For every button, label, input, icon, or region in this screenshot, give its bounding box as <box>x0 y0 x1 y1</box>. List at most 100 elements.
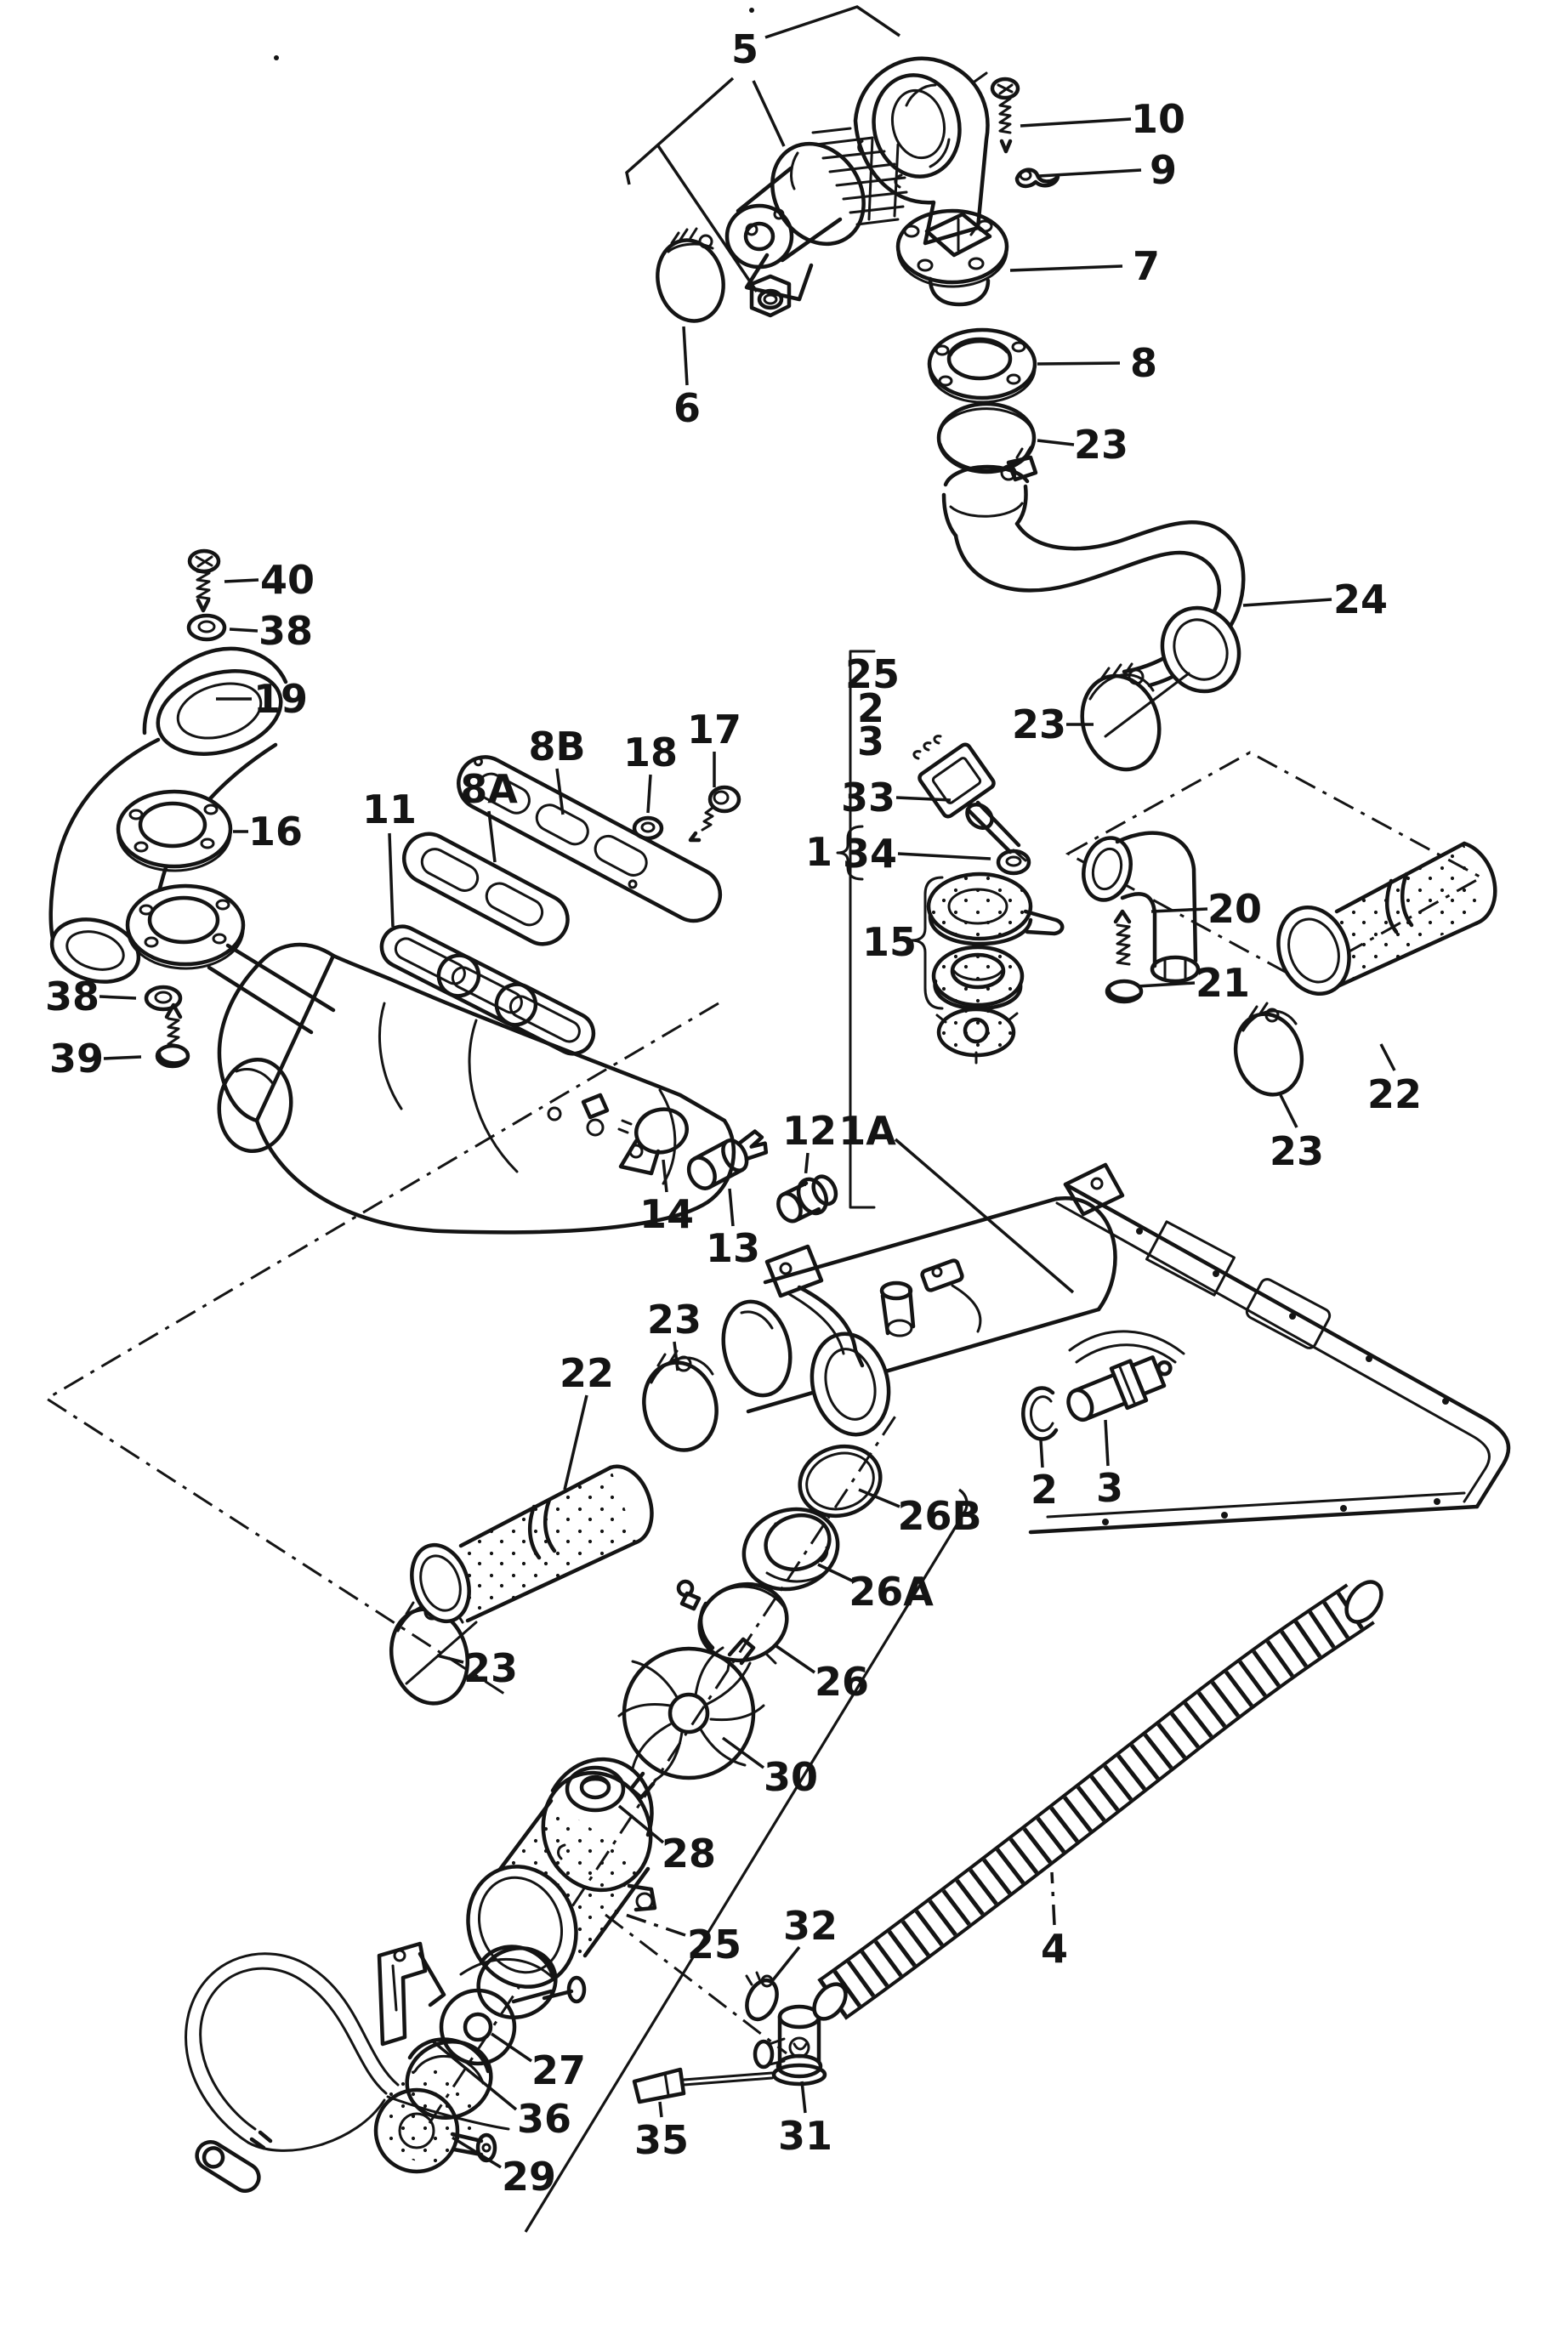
callout-2: 2 <box>1031 1439 1058 1513</box>
part-number-label-25: 25 <box>687 1922 741 1967</box>
corrugated-hose-4 <box>812 1580 1383 2021</box>
pipe-clip-14 <box>617 1107 689 1176</box>
callout-leader-line <box>452 2136 502 2169</box>
callout-leader-line <box>662 1159 668 1193</box>
callout-leader-line <box>1009 264 1123 272</box>
hose-clamp-23-right <box>1233 1002 1304 1097</box>
callout-leader-line <box>682 326 689 386</box>
callout-20: 20 <box>1150 886 1262 932</box>
callout-11: 11 <box>362 786 417 928</box>
callout-28: 28 <box>617 1804 716 1877</box>
callout-leader-line <box>721 1736 765 1769</box>
callout-8B: 8B <box>528 724 586 815</box>
part-number-label-40: 40 <box>260 557 315 603</box>
ground-cable <box>185 1952 510 2193</box>
callout-leader-line <box>673 1341 679 1371</box>
callout-3: 3 <box>1096 1419 1123 1511</box>
callout-leader-line <box>1137 981 1196 988</box>
part-number-label-4: 4 <box>1041 1926 1068 1972</box>
gasket-8a <box>402 832 570 946</box>
part-number-label-26A: 26A <box>849 1569 934 1615</box>
hex-nut <box>749 274 792 318</box>
callout-23: 23 <box>1270 1094 1324 1174</box>
callout-leader-line <box>817 1563 855 1583</box>
part-number-label-35: 35 <box>634 2117 689 2163</box>
part-number-label-1A: 1A <box>838 1108 896 1154</box>
callout-8A: 8A <box>460 766 518 863</box>
part-number-label-26B: 26B <box>897 1493 981 1539</box>
temperature-switch-13 <box>686 1129 769 1190</box>
lower-blower-chain <box>185 1349 883 2193</box>
blower-motor-29 <box>373 2037 497 2174</box>
callout-leader-line <box>103 1055 142 1060</box>
part-number-label-5: 5 <box>731 26 758 72</box>
part-number-label-15: 15 <box>862 919 917 965</box>
fresh-air-manifold-1a <box>721 1196 1117 1437</box>
callout-23: 23 <box>1012 701 1094 747</box>
part-number-label-26: 26 <box>815 1659 869 1705</box>
temperature-sensor-33 <box>912 735 1027 862</box>
callout-10: 10 <box>1020 96 1185 142</box>
callout-22: 22 <box>1367 1043 1422 1117</box>
part-number-label-18: 18 <box>623 730 678 775</box>
sensor-35 <box>632 2067 774 2104</box>
hose-clamp-23-top <box>936 401 1038 482</box>
callout-38: 38 <box>45 974 137 1019</box>
washer-38-lower <box>144 985 183 1012</box>
callout-leader-line <box>1279 1094 1298 1128</box>
callout-25: 25 <box>845 651 900 697</box>
callout-14: 14 <box>639 1159 694 1237</box>
part-number-label-6: 6 <box>673 385 701 431</box>
callout-39: 39 <box>49 1036 142 1082</box>
part-number-label-16: 16 <box>248 809 303 855</box>
part-number-label-22: 22 <box>560 1350 614 1396</box>
flange-16 <box>116 789 233 872</box>
part-number-label-23: 23 <box>1074 422 1128 468</box>
callout-33: 33 <box>841 775 952 820</box>
separator-line <box>524 1488 969 2233</box>
part-number-label-38: 38 <box>45 974 99 1019</box>
callout-2: 2 <box>857 685 884 731</box>
part-number-label-22: 22 <box>1367 1071 1422 1117</box>
elbow-group-phantom-box <box>1065 751 1485 981</box>
part-number-label-34: 34 <box>843 831 897 877</box>
callout-7: 7 <box>1009 243 1160 289</box>
callout-26A: 26A <box>817 1563 934 1615</box>
elbow-fitting-31 <box>753 2004 827 2087</box>
part-number-label-23: 23 <box>463 1645 518 1691</box>
part-number-label-8A: 8A <box>460 766 518 812</box>
callout-17: 17 <box>687 707 741 787</box>
callout-26: 26 <box>773 1643 869 1705</box>
part-number-label-3: 3 <box>857 718 884 764</box>
callout-leader-line <box>1242 598 1332 607</box>
part-number-label-1: 1 <box>805 829 832 875</box>
part-number-label-7: 7 <box>1133 243 1160 289</box>
callout-leader-line <box>1104 1419 1110 1467</box>
callout-18: 18 <box>623 730 678 814</box>
page-speck <box>749 8 754 13</box>
callout-16: 16 <box>233 809 303 855</box>
page-speck <box>274 55 279 60</box>
callout-19: 19 <box>216 676 308 722</box>
callout-leader-line <box>858 1488 900 1508</box>
callout-12: 12 <box>782 1108 837 1188</box>
callout-leader-line <box>224 578 259 583</box>
flex-hose-22-right <box>1276 841 1497 996</box>
screw-21 <box>1105 909 1144 1004</box>
part-number-label-31: 31 <box>778 2113 832 2159</box>
flap-lever <box>920 1258 982 1333</box>
gasket-8b <box>457 755 723 923</box>
callout-leader-line <box>656 144 758 292</box>
part-number-label-11: 11 <box>362 786 417 832</box>
part-number-label-23: 23 <box>1012 701 1066 747</box>
sleeve-26a <box>741 1507 840 1592</box>
part-number-label-39: 39 <box>49 1036 104 1082</box>
group-brackets <box>836 650 944 1209</box>
callout-leader-line <box>610 1908 686 1937</box>
panel-outline-phantom <box>44 1002 719 1695</box>
callout-26B: 26B <box>858 1488 982 1539</box>
callout-leader-line <box>563 1394 588 1490</box>
part-number-label-19: 19 <box>253 676 308 722</box>
